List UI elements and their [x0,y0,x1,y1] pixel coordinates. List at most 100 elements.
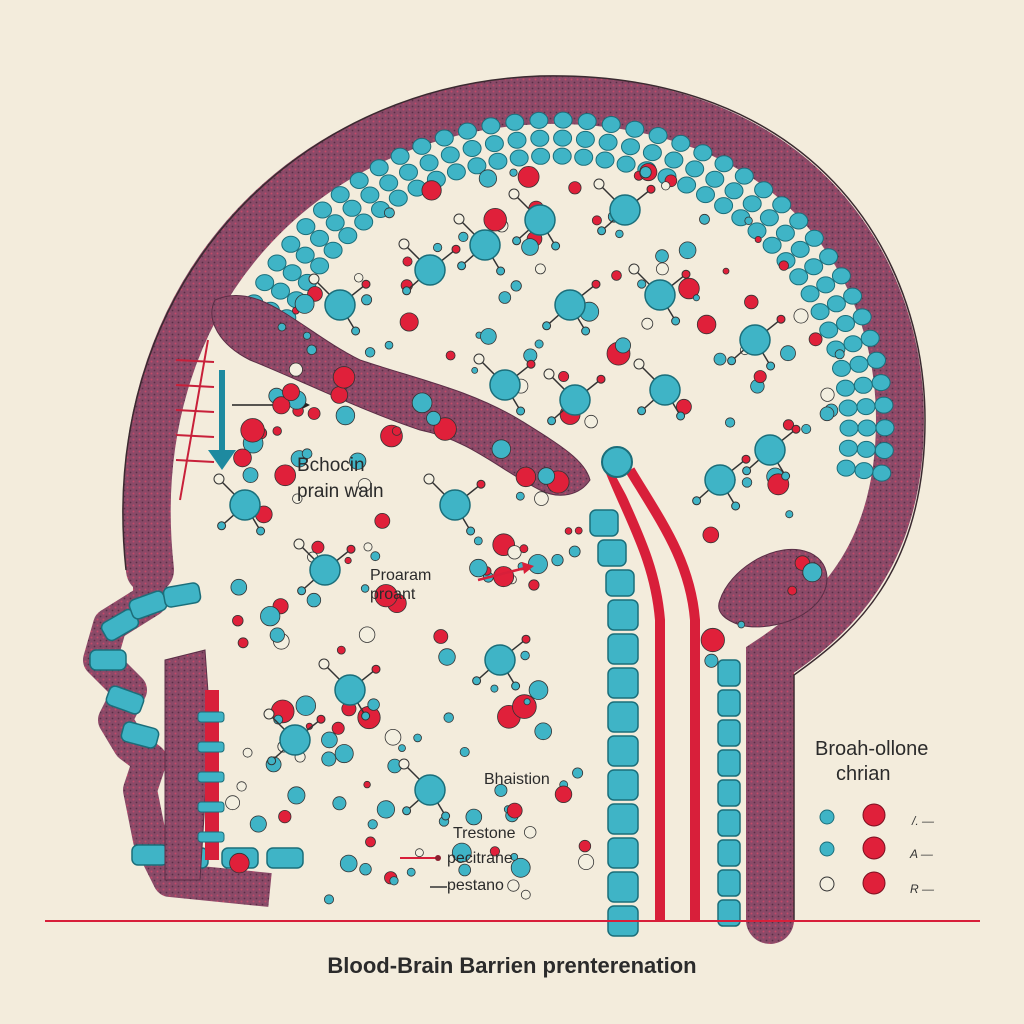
molecule-core [229,489,261,521]
barrier-cell [854,462,874,480]
particle [359,863,372,876]
column-cell [607,769,639,801]
barrier-cell [832,359,851,377]
particle [414,848,424,858]
particle [402,256,413,267]
particle [367,698,380,711]
molecule-atom [451,244,461,254]
barrier-cell [390,147,410,165]
particle [411,392,433,414]
particle [438,648,456,666]
barrier-cell [860,329,880,347]
particle [655,249,669,263]
molecule-atom [256,526,266,536]
molecule-atom [402,806,412,816]
barrier-cell [282,264,302,282]
particle [469,558,488,578]
particle [578,839,592,853]
label-d-line2: pecitrane [447,850,513,867]
particle [335,405,356,426]
molecule-core [279,724,311,756]
face-cell [105,685,145,715]
particle [384,728,402,746]
molecule-atom [766,361,776,371]
barrier-cell [412,137,432,155]
barrier-cell [677,176,697,194]
barrier-cell [685,160,705,178]
molecule-atom [551,241,561,251]
column-cell [717,869,741,897]
barrier-cell [552,147,572,165]
barrier-cell [853,376,873,394]
barrier-cell [790,240,810,258]
particle [229,852,250,874]
barrier-cell [816,276,836,294]
particle [433,629,449,644]
barrier-cell [313,201,332,219]
molecule-atom [791,424,801,434]
particle [808,332,823,347]
barrier-cell [601,116,621,133]
molecule-atom [692,496,702,506]
particle [741,477,753,488]
particle [527,554,548,575]
molecule-core [649,374,681,406]
molecule-atom [591,279,601,289]
barrier-cell [856,440,876,458]
molecule-atom [398,758,410,770]
molecule-atom [671,316,681,326]
particle [230,578,248,596]
particle [515,491,525,501]
particle [331,721,345,735]
molecule-atom [542,321,552,331]
molecule-atom [457,261,467,271]
particle [459,747,470,758]
legend-symbols [819,803,886,895]
barrier-cell [616,155,636,173]
particle [370,551,381,562]
legend-title-line1: Broah-ollone [815,738,929,760]
particle [491,439,512,459]
column-cell [717,809,741,837]
barrier-cell [354,213,374,231]
molecule-atom [308,273,320,285]
particle [330,386,349,404]
molecule-atom [402,286,412,296]
particle [568,181,582,195]
barrier-cell [872,464,892,482]
particle [782,419,795,431]
particle [233,448,252,468]
barrier-cell [360,186,380,204]
molecule-atom [781,471,791,481]
particle [483,207,507,232]
barrier-cell [325,214,345,232]
particle [249,815,267,833]
molecule-atom [351,326,361,336]
molecule-atom [361,711,371,721]
molecule-atom [453,213,465,225]
face-cell [89,649,127,671]
particle [510,280,522,292]
molecule-atom [727,356,737,366]
particle [413,733,422,743]
particle [374,584,398,608]
particle [358,626,376,643]
barrier-cell [849,355,869,373]
left-wall-ladder [175,339,215,501]
face-cell [162,582,202,608]
red-annotation-arrow [477,562,534,582]
label-b-line2: proant [370,586,416,603]
particle [523,698,531,706]
particle [365,836,376,848]
particle [272,396,291,415]
particle [517,165,540,188]
barrier-cell [819,321,839,339]
barrier-cell [871,374,891,392]
molecule-core [309,554,341,586]
barrier-cell [804,258,824,276]
particle-field [225,163,845,905]
particle [406,867,416,877]
particle [274,464,297,487]
particle [278,809,292,824]
particle [534,491,549,506]
